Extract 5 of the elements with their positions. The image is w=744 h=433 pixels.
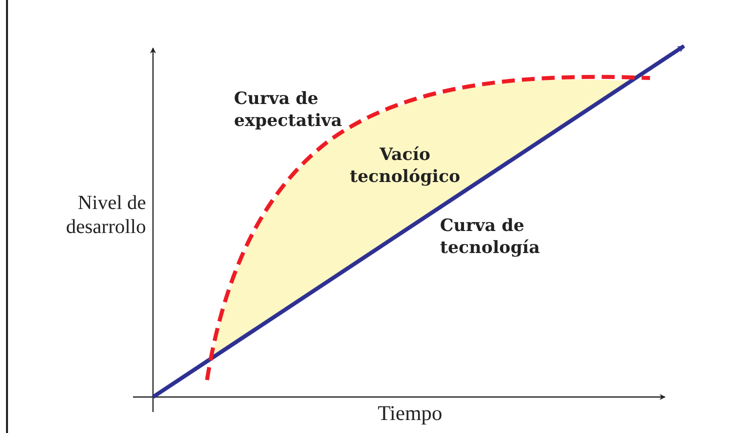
axis-title: Nivel de desarrollo	[65, 191, 146, 239]
line-label: Curva de tecnología	[440, 215, 541, 259]
axis-title: Tiempo	[376, 400, 444, 426]
curve-label: Curva de expectativa	[234, 88, 344, 132]
area-label: Vacío tecnológico	[348, 144, 462, 188]
